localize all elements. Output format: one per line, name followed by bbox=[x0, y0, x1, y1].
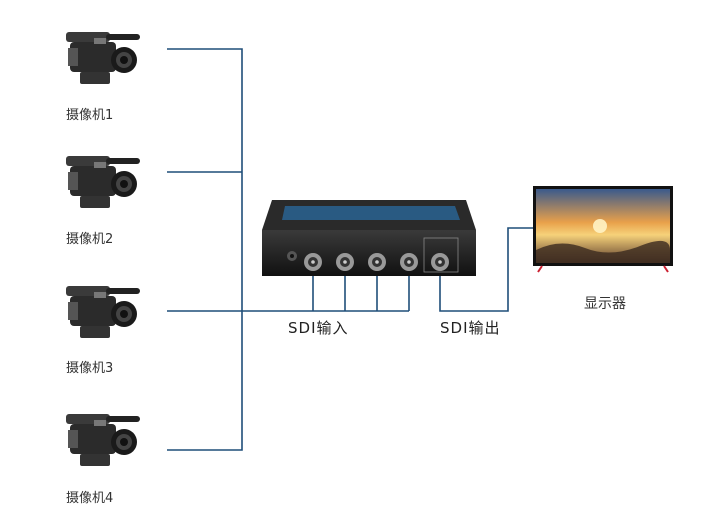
line-camera1 bbox=[167, 48, 243, 451]
camera-2-icon bbox=[66, 156, 140, 208]
input-port-2 bbox=[336, 253, 354, 271]
display-label: 显示器 bbox=[584, 296, 626, 312]
line-output bbox=[439, 227, 535, 312]
sdi-output-label: SDI输出 bbox=[440, 319, 501, 337]
display-monitor-icon bbox=[533, 186, 673, 273]
output-port-1 bbox=[431, 253, 449, 271]
camera-1-icon bbox=[66, 32, 140, 84]
camera-2-label: 摄像机2 bbox=[66, 232, 114, 247]
input-port-3 bbox=[368, 253, 386, 271]
sdi-input-label: SDI输入 bbox=[288, 319, 349, 337]
camera-1-label: 摄像机1 bbox=[66, 108, 114, 123]
input-port-1 bbox=[304, 253, 322, 271]
sdi-switcher-device bbox=[262, 200, 476, 276]
camera-3-icon bbox=[66, 286, 140, 338]
input-port-4 bbox=[400, 253, 418, 271]
camera-3-label: 摄像机3 bbox=[66, 361, 114, 376]
camera-4-icon bbox=[66, 414, 140, 466]
camera-4-label: 摄像机4 bbox=[66, 491, 114, 506]
